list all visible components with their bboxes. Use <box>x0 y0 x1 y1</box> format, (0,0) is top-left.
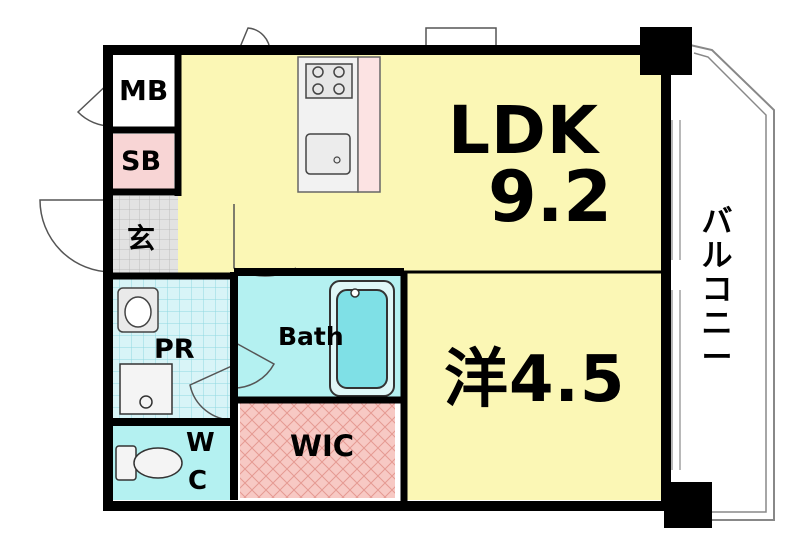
hall-area <box>178 196 234 272</box>
toilet <box>115 445 183 481</box>
ldk-label: LDK <box>448 92 599 169</box>
genkan-area <box>112 196 178 276</box>
mb-label: MB <box>119 74 169 107</box>
kitchen-counter <box>297 56 381 193</box>
wic-label: WIC <box>290 429 355 463</box>
sb-label: SB <box>121 146 162 177</box>
walls <box>103 45 671 511</box>
wc-label-w: W <box>186 428 215 458</box>
bedroom-label: 洋4.5 <box>444 343 626 417</box>
genkan-label: 玄 <box>127 222 156 255</box>
ldk-size-label: 9.2 <box>488 156 613 238</box>
wc-label-c: C <box>188 466 208 496</box>
bedroom-room <box>402 272 666 500</box>
bath-label: Bath <box>278 322 344 351</box>
wash-basin <box>117 287 159 333</box>
washing-machine-space <box>119 363 173 415</box>
bathtub <box>329 280 395 397</box>
ldk-room <box>178 55 666 273</box>
mb-room <box>112 55 174 127</box>
sb-room <box>112 134 174 190</box>
balcony-area <box>689 44 775 521</box>
balcony-label: バルコニー <box>701 204 733 377</box>
pr-label: PR <box>154 334 195 365</box>
wic-room <box>240 400 395 498</box>
